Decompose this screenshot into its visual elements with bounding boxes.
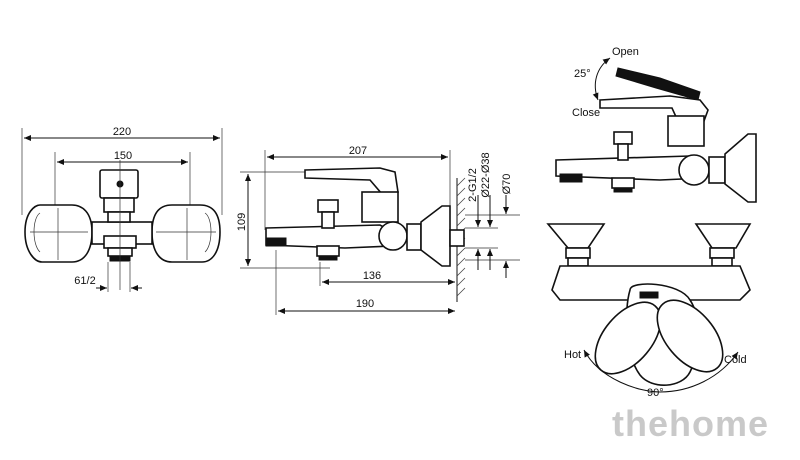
cold-label: Cold — [724, 354, 747, 366]
tilt-angle: 25° — [574, 68, 591, 80]
watermark-logo: thehome — [612, 403, 769, 444]
dim-spout-to-wall: 136 — [363, 270, 381, 282]
dim-diameter-70: Ø70 — [501, 174, 513, 195]
dim-depth: 190 — [356, 298, 374, 310]
raised-lever — [615, 67, 701, 101]
right-wall-rosette — [151, 204, 221, 263]
hot-label: Hot — [564, 349, 581, 361]
dim-height: 109 — [236, 213, 248, 231]
front-view: 220 150 — [21, 126, 223, 292]
top-body — [551, 265, 751, 301]
lever-handle — [304, 167, 399, 195]
tilt-arrow — [592, 57, 611, 101]
side-view: 207 109 — [236, 145, 520, 315]
dim-centers: 150 — [114, 150, 132, 162]
rotation-angle: 90° — [647, 387, 664, 399]
rotation-arrow — [583, 349, 739, 393]
open-label: Open — [612, 46, 639, 58]
dim-pipe-thread: 2-G1/2 — [467, 168, 479, 202]
side-rosette — [420, 205, 451, 267]
dim-overall-width: 220 — [113, 126, 131, 138]
left-wall-rosette — [24, 204, 93, 263]
lever-tilt-view: Open 25° Close — [555, 46, 757, 203]
dim-diameter-22-38: Ø22-Ø38 — [480, 152, 492, 197]
dim-thread: 61/2 — [74, 275, 95, 287]
top-view: Hot Cold 90° — [546, 223, 752, 399]
dim-length: 207 — [349, 145, 367, 157]
close-label: Close — [572, 107, 600, 119]
